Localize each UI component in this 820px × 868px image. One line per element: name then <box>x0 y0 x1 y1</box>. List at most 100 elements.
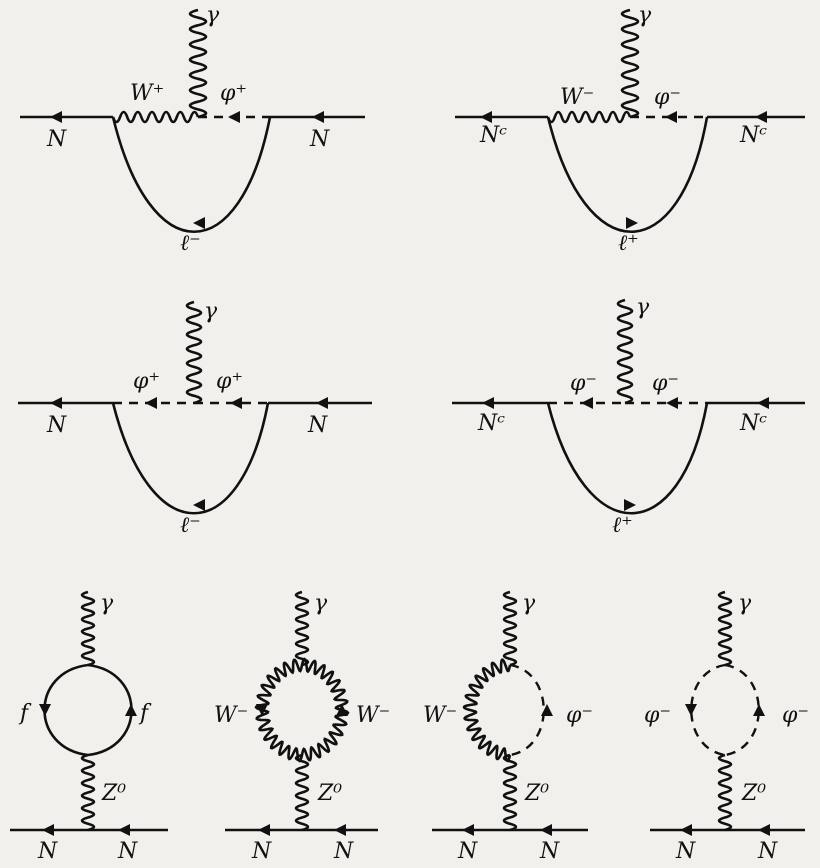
label-z: Z⁰ <box>524 781 549 806</box>
arrow-loop-left <box>256 704 268 716</box>
label-in: N <box>457 839 478 864</box>
diagram-7: γ W⁻ φ⁻ Z⁰ N N <box>423 590 593 864</box>
photon-line <box>717 590 733 667</box>
label-out: N <box>333 839 354 864</box>
label-loop-left: φ⁻ <box>644 703 671 728</box>
label-loop: ℓ⁻ <box>180 513 201 538</box>
arrow-out <box>758 824 770 836</box>
arrow-scalar-right <box>666 397 678 409</box>
label-out: N <box>117 839 138 864</box>
arrow-scalar-left <box>581 397 593 409</box>
label-loop: ℓ⁻ <box>180 231 201 256</box>
arrow-scalar-right <box>230 397 242 409</box>
label-loop-left: W⁻ <box>423 703 457 728</box>
arrow-in <box>50 397 62 409</box>
arrow-loop-right <box>125 704 137 716</box>
arrow-out <box>334 824 346 836</box>
arrow-in <box>480 111 492 123</box>
label-photon: γ <box>638 3 652 28</box>
label-photon: γ <box>636 295 650 320</box>
label-in: N <box>46 413 67 438</box>
arrow-in <box>462 824 474 836</box>
label-out: N <box>307 413 328 438</box>
label-in: N <box>46 127 67 152</box>
label-photon: γ <box>206 3 220 28</box>
arrow-loop <box>193 217 205 229</box>
diagram-3: γ φ⁺ φ⁺ N N ℓ⁻ <box>18 299 372 538</box>
lepton-loop-line <box>546 116 709 233</box>
label-out: N <box>757 839 778 864</box>
label-photon: γ <box>204 299 218 324</box>
photon-line <box>80 590 96 667</box>
label-photon: γ <box>100 591 114 616</box>
label-boson-right: φ⁻ <box>652 371 679 396</box>
label-z: Z⁰ <box>741 781 766 806</box>
arrow-out <box>316 397 328 409</box>
label-out: Nᶜ <box>739 123 767 148</box>
arrow-in <box>42 824 54 836</box>
label-boson-left: φ⁺ <box>133 369 160 394</box>
w-boson-loop <box>254 657 350 763</box>
label-photon: γ <box>522 591 536 616</box>
fermion-loop-right <box>87 663 133 757</box>
arrow-loop <box>624 499 636 511</box>
photon-line <box>502 590 518 667</box>
w-boson-propagator <box>546 110 632 124</box>
arrow-out <box>757 397 769 409</box>
label-in: N <box>37 839 58 864</box>
diagram-1: γ W⁺ φ⁺ N N ℓ⁻ <box>20 3 365 256</box>
arrow-loop-left <box>39 704 51 716</box>
label-boson-right: φ⁺ <box>216 369 243 394</box>
arrow-in <box>50 111 62 123</box>
z-boson-propagator <box>717 753 733 832</box>
z-boson-propagator <box>80 753 96 832</box>
fermion-loop-left <box>43 663 89 757</box>
photon-line <box>188 8 208 119</box>
label-boson-left: φ⁻ <box>570 371 597 396</box>
label-z: Z⁰ <box>101 781 126 806</box>
label-in: N <box>251 839 272 864</box>
label-loop: ℓ⁺ <box>612 513 633 538</box>
photon-line <box>294 590 310 667</box>
scalar-loop-right <box>724 663 760 757</box>
label-out: N <box>539 839 560 864</box>
arrow-out <box>312 111 324 123</box>
diagram-8: γ φ⁻ φ⁻ Z⁰ N N <box>644 590 809 864</box>
label-loop-right: φ⁻ <box>782 703 809 728</box>
label-loop-right: φ⁻ <box>566 703 593 728</box>
w-boson-propagator <box>111 110 200 124</box>
arrow-loop-right <box>753 704 765 716</box>
arrow-out <box>540 824 552 836</box>
label-in: Nᶜ <box>479 123 507 148</box>
label-boson-left: W⁺ <box>130 81 164 106</box>
label-loop-left: W⁻ <box>214 703 248 728</box>
label-photon: γ <box>314 591 328 616</box>
label-loop-left: f <box>18 701 32 726</box>
arrow-loop <box>193 499 205 511</box>
label-loop-right: W⁻ <box>356 703 390 728</box>
label-out: N <box>309 127 330 152</box>
arrow-in <box>680 824 692 836</box>
scalar-loop-left <box>690 663 726 757</box>
lepton-loop-line <box>111 116 272 233</box>
diagram-2: γ W⁻ φ⁻ Nᶜ Nᶜ ℓ⁺ <box>455 3 805 256</box>
diagram-5: γ f f Z⁰ N N <box>10 590 168 864</box>
arrow-loop-right <box>541 704 553 716</box>
photon-line <box>616 298 634 405</box>
label-out: Nᶜ <box>739 411 767 436</box>
label-boson-right: φ⁻ <box>654 85 681 110</box>
label-loop: ℓ⁺ <box>618 231 639 256</box>
arrow-scalar <box>228 111 240 123</box>
arrow-out <box>755 111 767 123</box>
arrow-loop <box>626 217 638 229</box>
arrow-scalar <box>665 111 677 123</box>
lepton-loop-line <box>546 402 709 515</box>
z-boson-propagator <box>294 753 310 832</box>
label-photon: γ <box>738 591 752 616</box>
arrow-scalar-left <box>145 397 157 409</box>
z-boson-propagator <box>502 753 518 832</box>
photon-line <box>185 300 203 405</box>
arrow-in <box>258 824 270 836</box>
scalar-half-loop <box>509 663 545 757</box>
